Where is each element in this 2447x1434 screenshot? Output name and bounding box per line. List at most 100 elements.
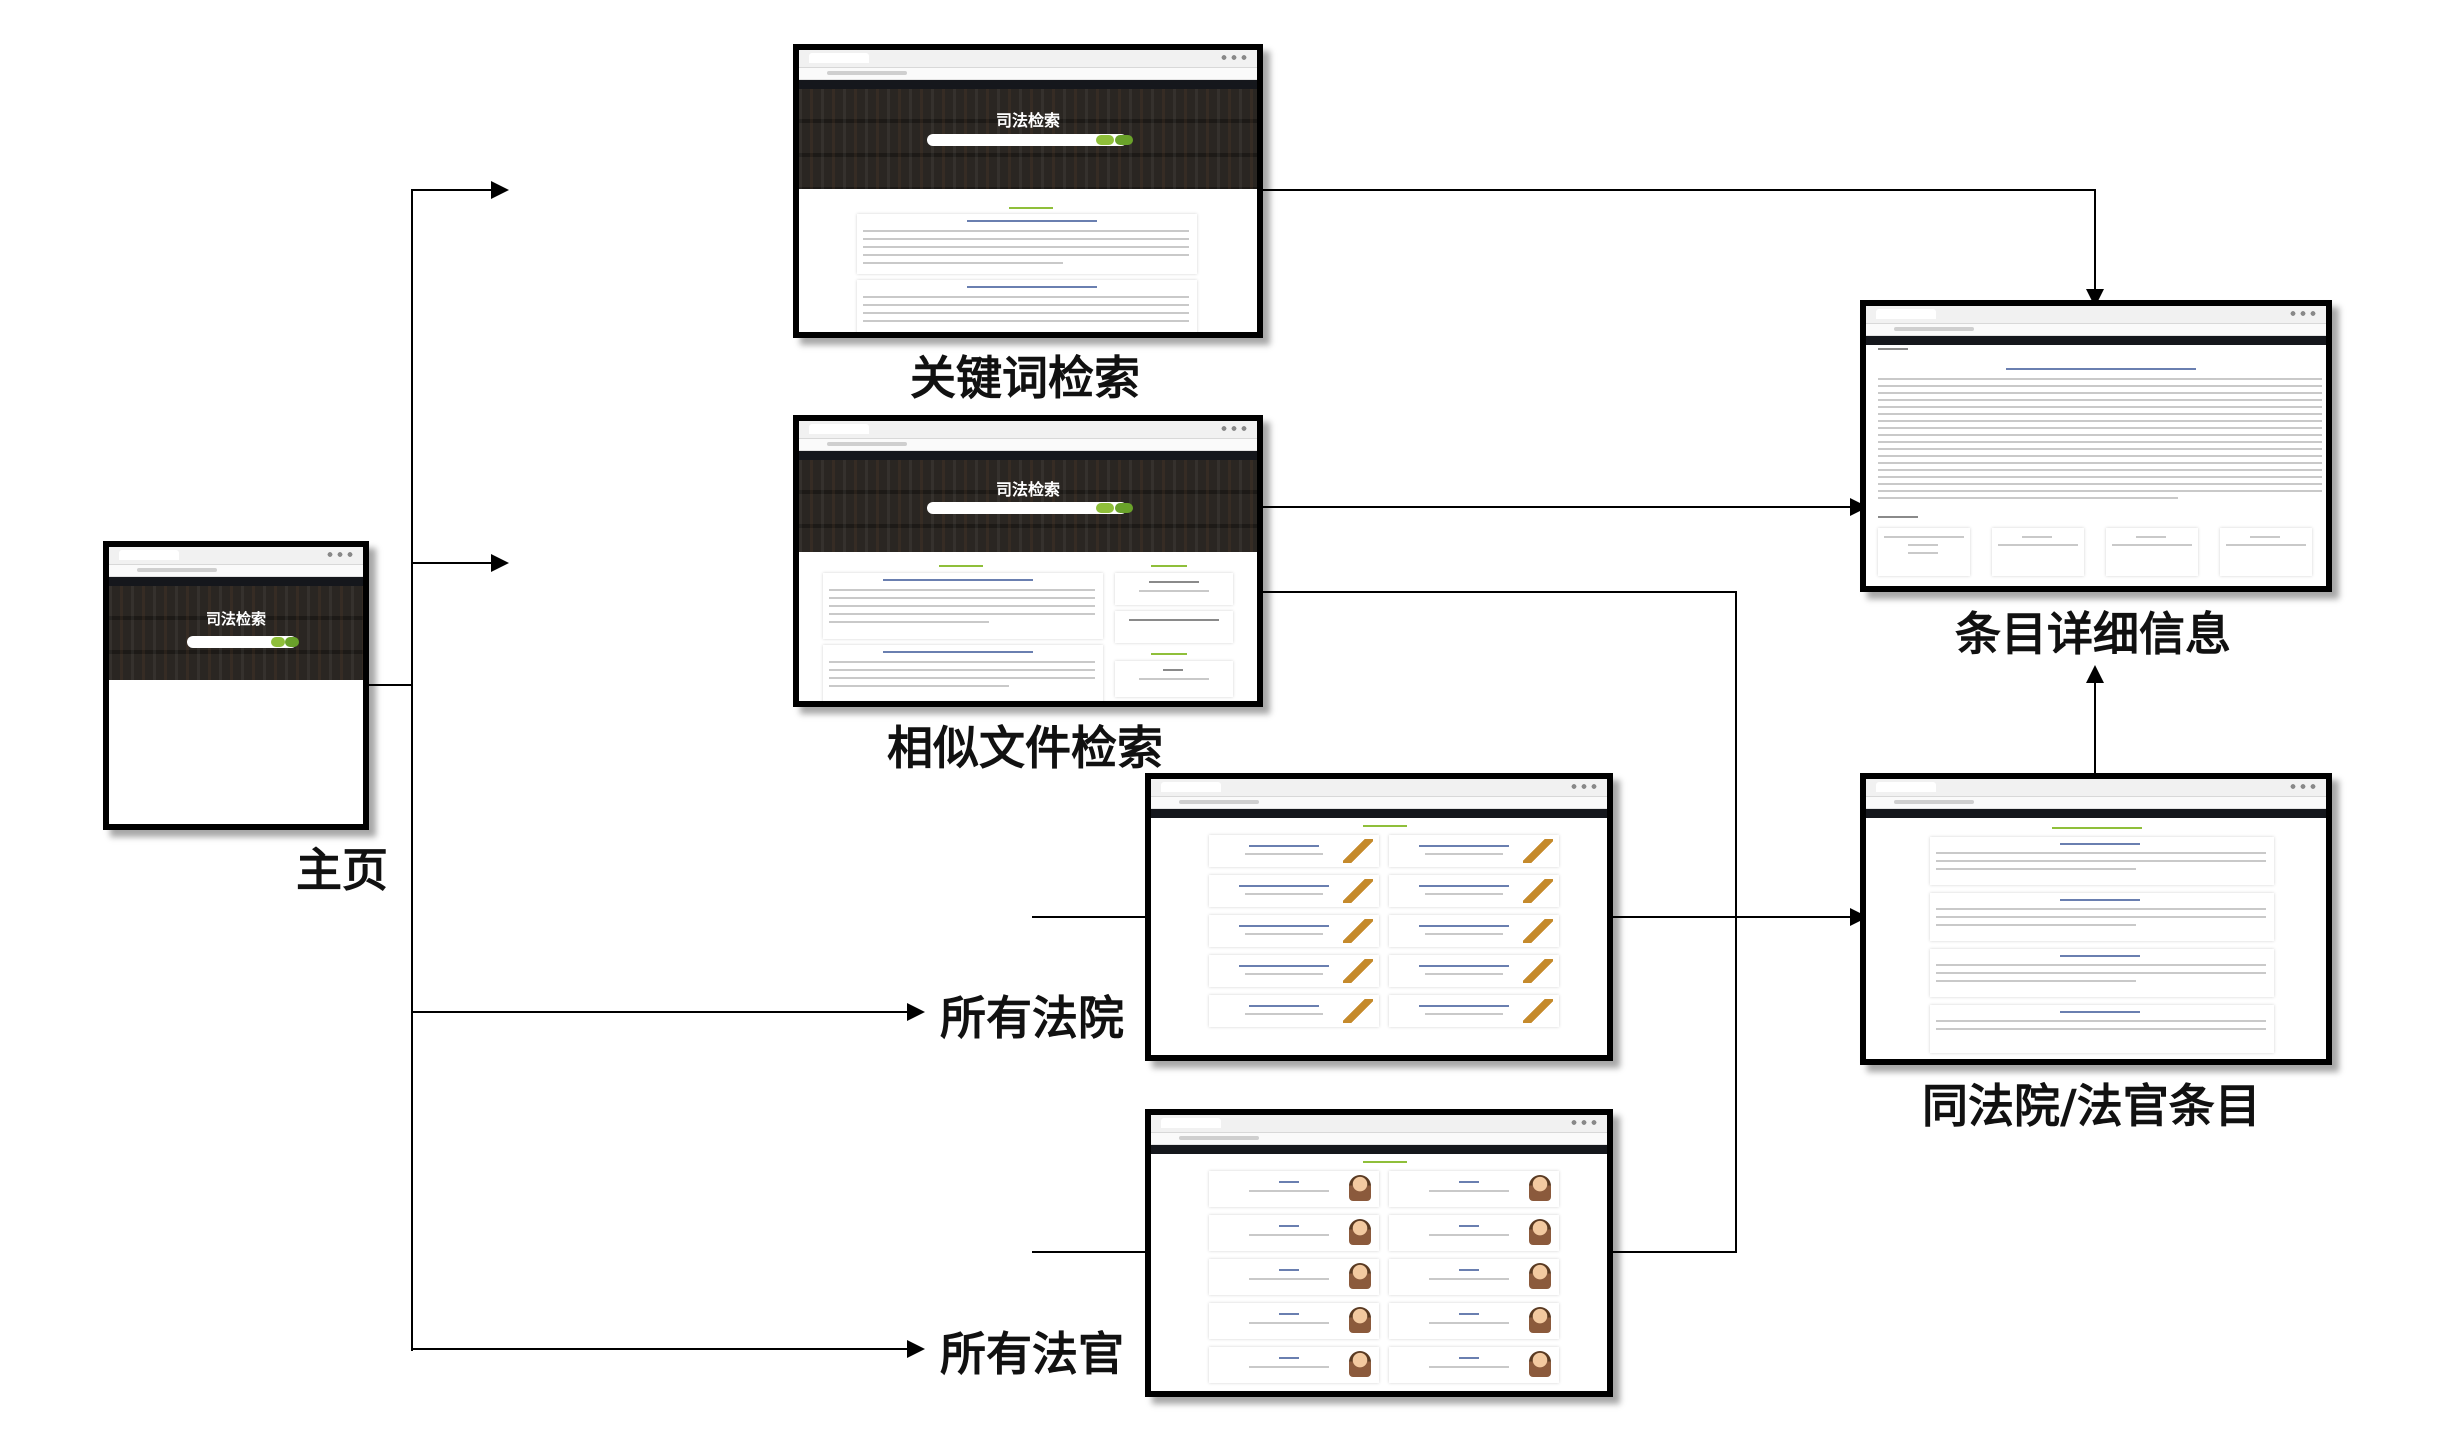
- connector-keyword-detail: [808, 189, 2095, 191]
- search-button: [271, 637, 285, 647]
- judge-card: [1389, 1171, 1559, 1207]
- address-bar: [1151, 797, 1607, 809]
- judge-avatar-icon: [1349, 1175, 1371, 1201]
- related-card: [1878, 528, 1970, 576]
- judge-avatar-icon: [1349, 1263, 1371, 1289]
- screenshot-entry-detail: [1860, 300, 2332, 592]
- hero-title: 司法检索: [205, 610, 266, 628]
- address-bar: [799, 439, 1257, 451]
- gavel-icon: [1523, 999, 1553, 1023]
- side-header-2: [1151, 653, 1187, 655]
- court-card: [1209, 915, 1379, 947]
- search-input: [927, 502, 1127, 514]
- label-same-court-judge: 同法院/法官条目: [1922, 1079, 2261, 1133]
- address-bar: [1151, 1133, 1607, 1145]
- similar-result-card-2: [823, 645, 1103, 701]
- connector-bus-vertical: [1735, 591, 1737, 1252]
- nav-bar: [1151, 809, 1607, 818]
- related-card: [1992, 528, 2084, 576]
- hero-title: 司法检索: [995, 480, 1060, 499]
- judge-card: [1389, 1347, 1559, 1383]
- court-card: [1389, 955, 1559, 987]
- nav-bar: [799, 80, 1257, 89]
- entry-card: [1930, 1005, 2274, 1053]
- connector-similar-detail: [808, 506, 1858, 508]
- similar-search-button: [285, 637, 299, 647]
- detail-title: [2006, 368, 2196, 370]
- judge-avatar-icon: [1529, 1175, 1551, 1201]
- hero-banner: 司法检索: [799, 89, 1257, 189]
- judge-avatar-icon: [1349, 1219, 1371, 1245]
- arrow-to-judges: [907, 1340, 925, 1358]
- label-all-judges: 所有法官: [940, 1327, 1124, 1381]
- gavel-icon: [1343, 839, 1373, 863]
- judge-avatar-icon: [1349, 1351, 1371, 1377]
- search-button: [1096, 135, 1114, 145]
- browser-chrome: [1151, 1115, 1607, 1133]
- related-card: [2106, 528, 2198, 576]
- related-header: [1878, 516, 1918, 518]
- judge-avatar-icon: [1529, 1351, 1551, 1377]
- gavel-icon: [1523, 919, 1553, 943]
- nav-bar: [799, 451, 1257, 460]
- related-card: [2220, 528, 2312, 576]
- judge-card: [1389, 1303, 1559, 1339]
- hero-banner: 司法检索: [799, 460, 1257, 552]
- court-card: [1209, 955, 1379, 987]
- gavel-icon: [1523, 959, 1553, 983]
- judge-card: [1389, 1215, 1559, 1251]
- browser-chrome: [1866, 306, 2326, 324]
- judge-card: [1209, 1215, 1379, 1251]
- arrow-same-detail: [2086, 665, 2104, 683]
- address-bar: [109, 565, 363, 577]
- connector-keyword-detail-down: [2094, 189, 2096, 291]
- gavel-icon: [1343, 879, 1373, 903]
- result-card-2: [857, 280, 1197, 332]
- connector-to-similar: [411, 562, 495, 564]
- label-home: 主页: [296, 843, 388, 897]
- judge-avatar-icon: [1529, 1219, 1551, 1245]
- screenshot-same-court-judge: [1860, 773, 2332, 1065]
- connector-to-judges: [411, 1348, 911, 1350]
- judge-avatar-icon: [1349, 1307, 1371, 1333]
- connector-trunk: [411, 189, 413, 1351]
- screenshot-all-courts: [1145, 773, 1613, 1061]
- connector-same-detail: [2094, 680, 2096, 776]
- courts-header: [1363, 825, 1407, 827]
- court-card: [1389, 875, 1559, 907]
- address-bar: [1866, 324, 2326, 336]
- breadcrumb: [1878, 348, 1908, 350]
- browser-chrome: [1866, 779, 2326, 797]
- judges-header: [1363, 1161, 1407, 1163]
- nav-bar: [1866, 809, 2326, 818]
- nav-bar: [109, 577, 363, 586]
- label-keyword-search: 关键词检索: [910, 351, 1140, 405]
- connector-home-out: [368, 684, 413, 686]
- search-input: [927, 134, 1127, 146]
- screenshot-all-judges: [1145, 1109, 1613, 1397]
- arrow-to-keyword: [491, 181, 509, 199]
- results-header: [939, 565, 983, 567]
- results-header: [1009, 207, 1053, 209]
- same-court-header: [2052, 827, 2142, 829]
- connector-similar-bus: [808, 591, 1737, 593]
- gavel-icon: [1343, 999, 1373, 1023]
- entry-card: [1930, 949, 2274, 997]
- court-card: [1389, 835, 1559, 867]
- browser-chrome: [799, 50, 1257, 68]
- screenshot-keyword-search: 司法检索: [793, 44, 1263, 338]
- arrow-to-similar: [491, 554, 509, 572]
- nav-bar: [1866, 336, 2326, 345]
- judge-avatar-icon: [1529, 1307, 1551, 1333]
- address-bar: [799, 68, 1257, 80]
- label-similar-search: 相似文件检索: [887, 721, 1163, 775]
- side-header-1: [1151, 565, 1187, 567]
- judge-card: [1209, 1171, 1379, 1207]
- judge-card: [1209, 1347, 1379, 1383]
- judge-card: [1209, 1303, 1379, 1339]
- nav-bar: [1151, 1145, 1607, 1154]
- gavel-icon: [1343, 919, 1373, 943]
- arrow-to-courts: [907, 1003, 925, 1021]
- side-card-court: [1115, 573, 1233, 605]
- hero-title: 司法检索: [995, 111, 1060, 130]
